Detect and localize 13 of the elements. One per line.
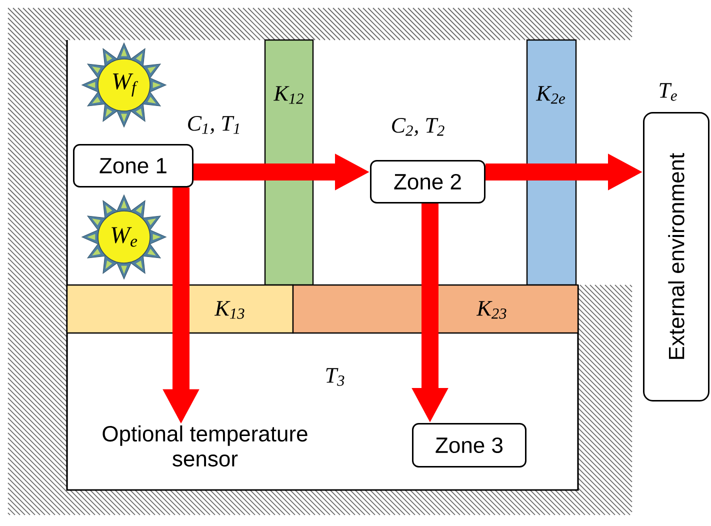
wall-bar: K$_{12}$: [264, 39, 314, 286]
wall-band: K$_{23}$: [292, 284, 579, 334]
environment-box: External environment: [643, 112, 710, 402]
variable-label: T$_{e}$: [660, 83, 677, 101]
zone-box: Zone 1: [73, 144, 194, 188]
sensor-label: Optional temperature sensor: [102, 425, 308, 467]
variable-label: C$_{1}$, T$_{1}$: [188, 116, 240, 134]
variable-label: T$_{3}$: [326, 368, 344, 386]
wall-band: K$_{13}$: [66, 284, 294, 334]
zone-box: Zone 3: [412, 423, 526, 468]
variable-label: C$_{2}$, T$_{2}$: [392, 118, 444, 136]
wall-bar: K$_{2e}$: [526, 39, 577, 286]
zone-box: Zone 2: [370, 160, 486, 204]
